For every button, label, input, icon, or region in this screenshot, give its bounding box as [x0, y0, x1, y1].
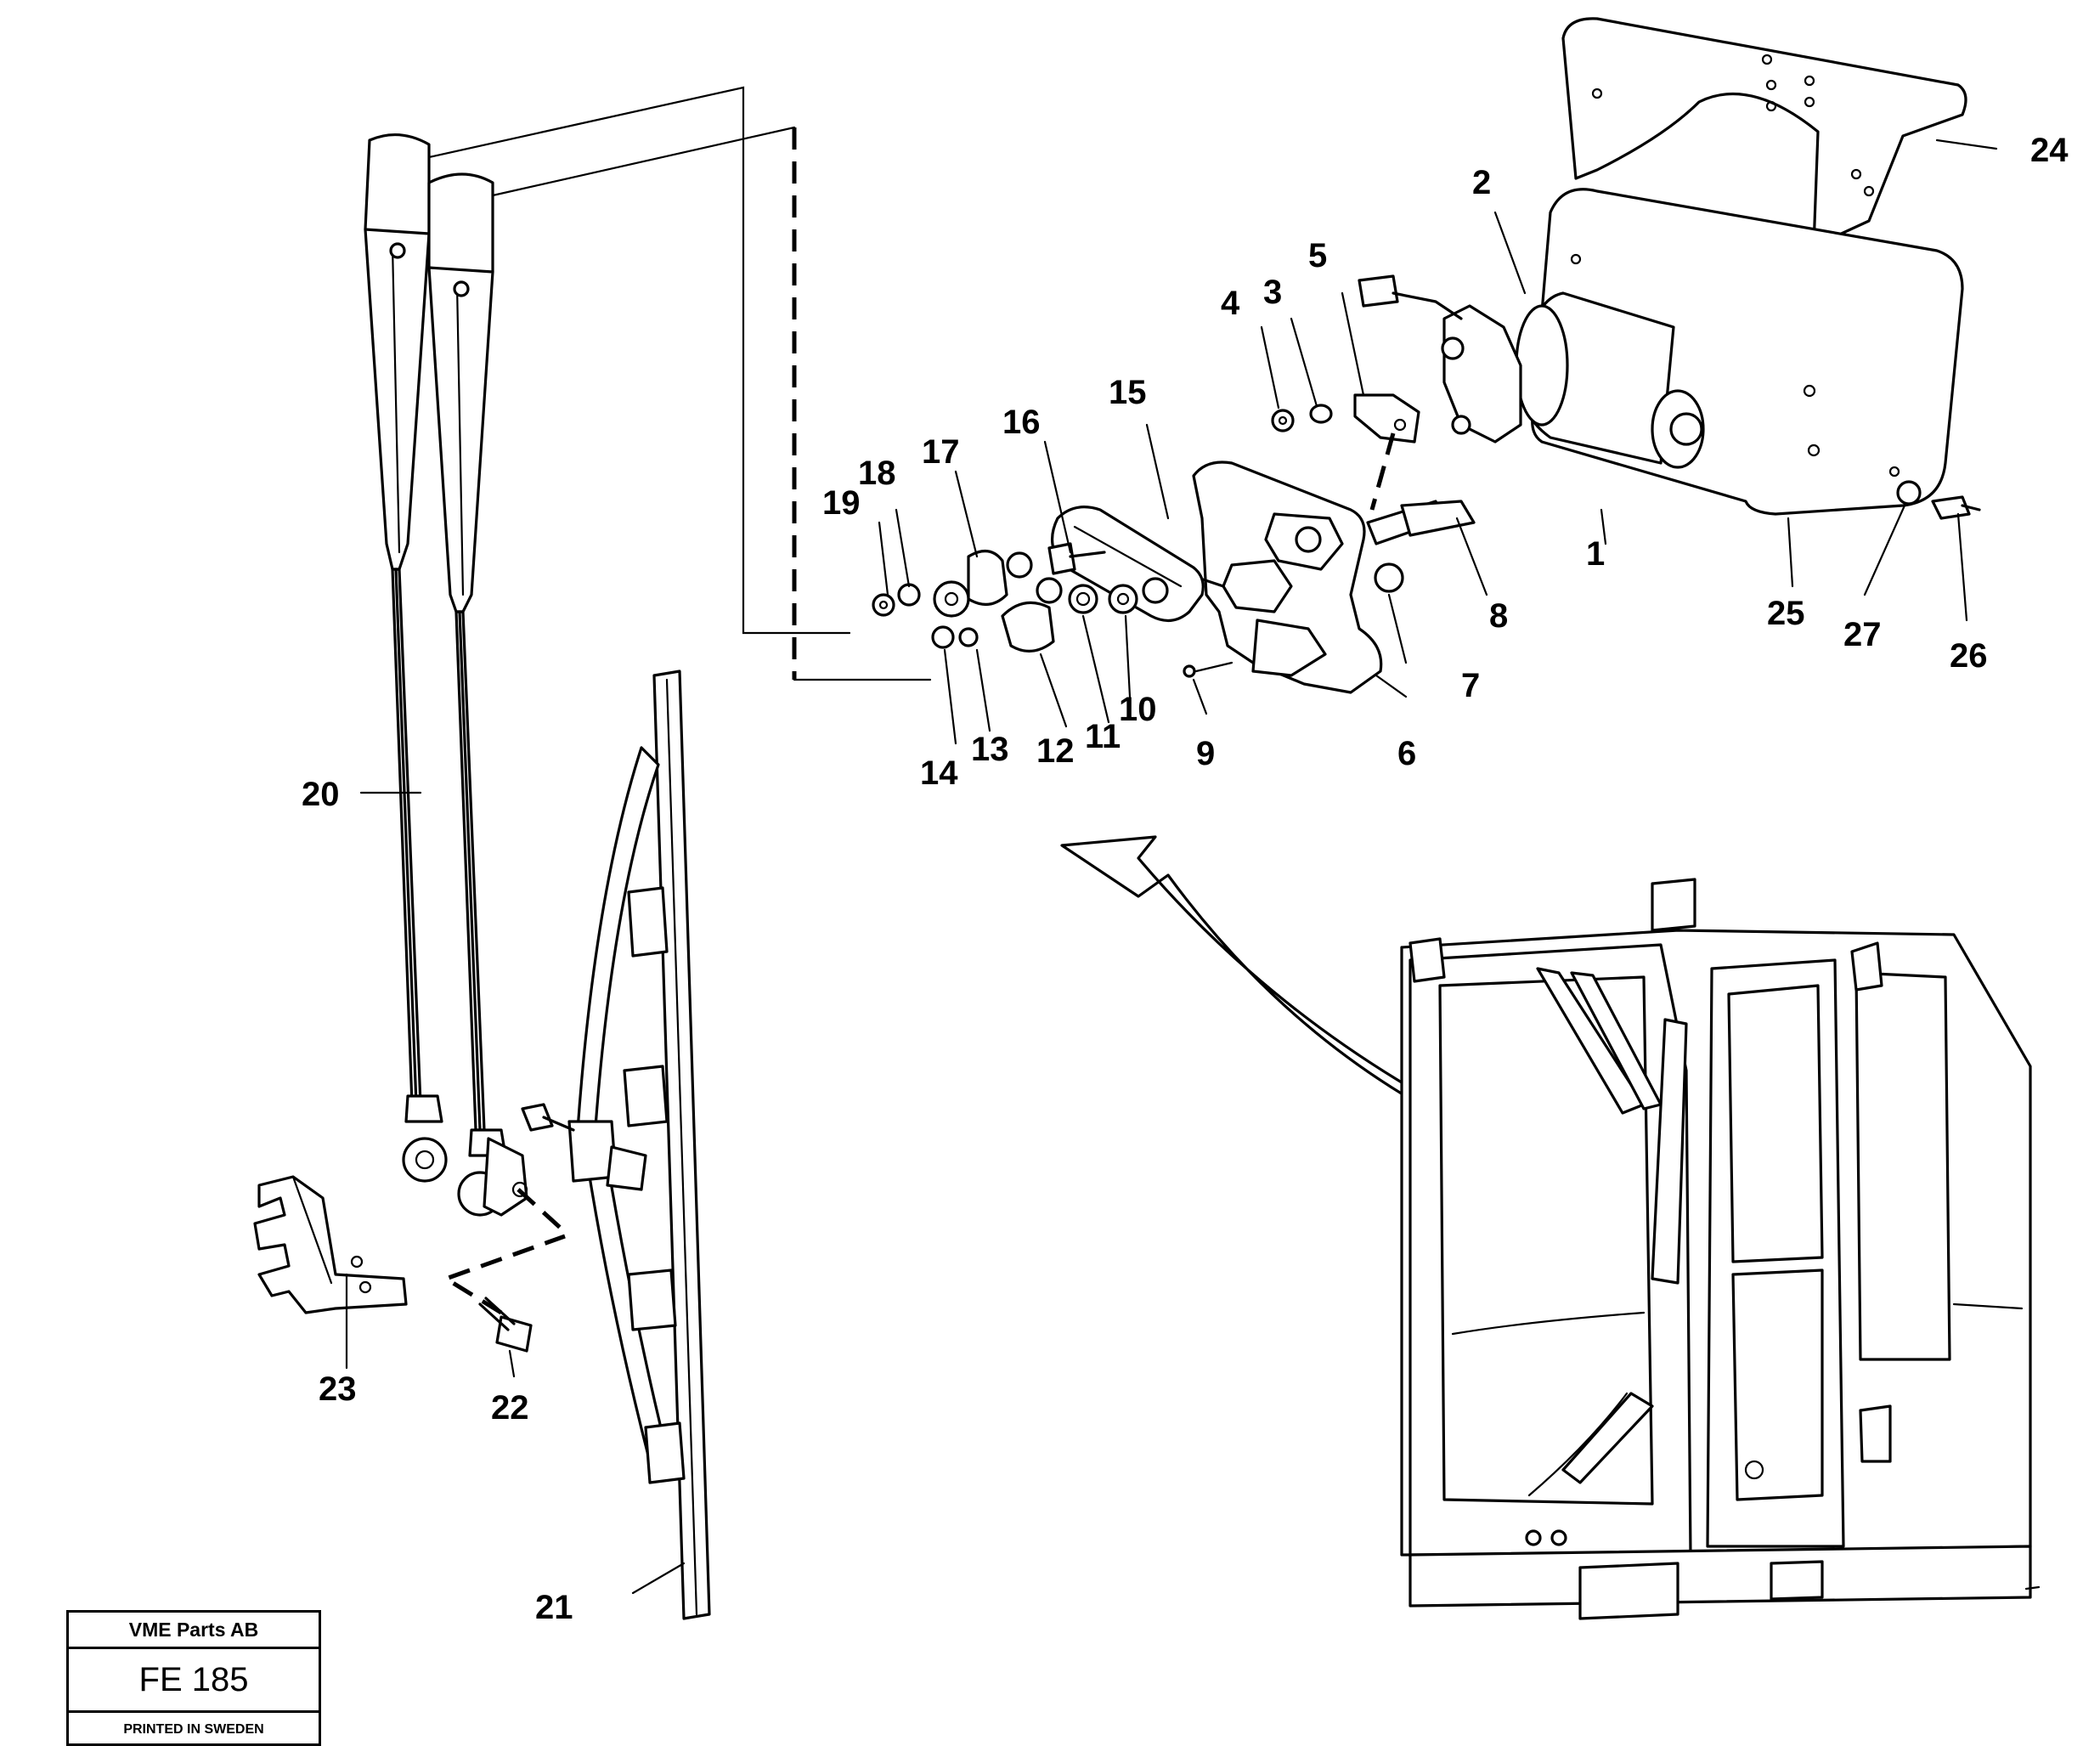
title-stamp: VME Parts AB FE 185 PRINTED IN SWEDEN	[66, 1610, 321, 1746]
gear-assembly	[1183, 393, 1476, 694]
callout-22: 22	[491, 1389, 529, 1427]
callout-3: 3	[1263, 274, 1282, 311]
bracket-23	[253, 1175, 408, 1370]
callout-21: 21	[535, 1589, 573, 1626]
callout-7: 7	[1461, 667, 1480, 704]
wiper-arms	[364, 133, 528, 1217]
callout-14: 14	[920, 754, 958, 792]
cab-illustration	[1400, 878, 2041, 1620]
callout-numbers: 1 2 3 4 5 6 7 8 9 10 11 12 13 14 15 16 1…	[302, 132, 2069, 1626]
callout-leaders	[359, 138, 1998, 1378]
callout-9: 9	[1196, 735, 1215, 772]
callout-15: 15	[1109, 374, 1147, 411]
callout-12: 12	[1036, 732, 1075, 770]
callout-10: 10	[1119, 691, 1157, 728]
callout-11: 11	[1085, 718, 1121, 755]
callout-17: 17	[922, 433, 960, 471]
callout-5: 5	[1308, 237, 1327, 274]
diagram-code: FE 185	[69, 1649, 319, 1713]
callout-8: 8	[1489, 597, 1508, 635]
callout-23: 23	[319, 1370, 357, 1408]
leader-connections	[427, 86, 932, 681]
wiper-blade	[567, 670, 711, 1620]
mounting-hardware	[1896, 480, 1981, 520]
callout-4: 4	[1221, 285, 1240, 322]
callout-13: 13	[971, 731, 1009, 768]
callout-16: 16	[1002, 404, 1041, 441]
company-name: VME Parts AB	[69, 1613, 319, 1649]
motor-housing	[1358, 17, 1967, 516]
callout-24: 24	[2030, 132, 2069, 169]
callout-25: 25	[1767, 595, 1805, 632]
linkage-and-fasteners	[872, 506, 1205, 653]
printed-note: PRINTED IN SWEDEN	[123, 1722, 264, 1737]
callout-6: 6	[1397, 735, 1416, 772]
callout-20: 20	[302, 776, 340, 813]
callout-18: 18	[858, 455, 896, 492]
callout-1: 1	[1586, 535, 1605, 573]
callout-27: 27	[1843, 616, 1882, 653]
bolt-22	[441, 1103, 575, 1353]
callout-2: 2	[1472, 164, 1491, 201]
callout-19: 19	[822, 484, 861, 522]
callout-26: 26	[1950, 637, 1988, 675]
